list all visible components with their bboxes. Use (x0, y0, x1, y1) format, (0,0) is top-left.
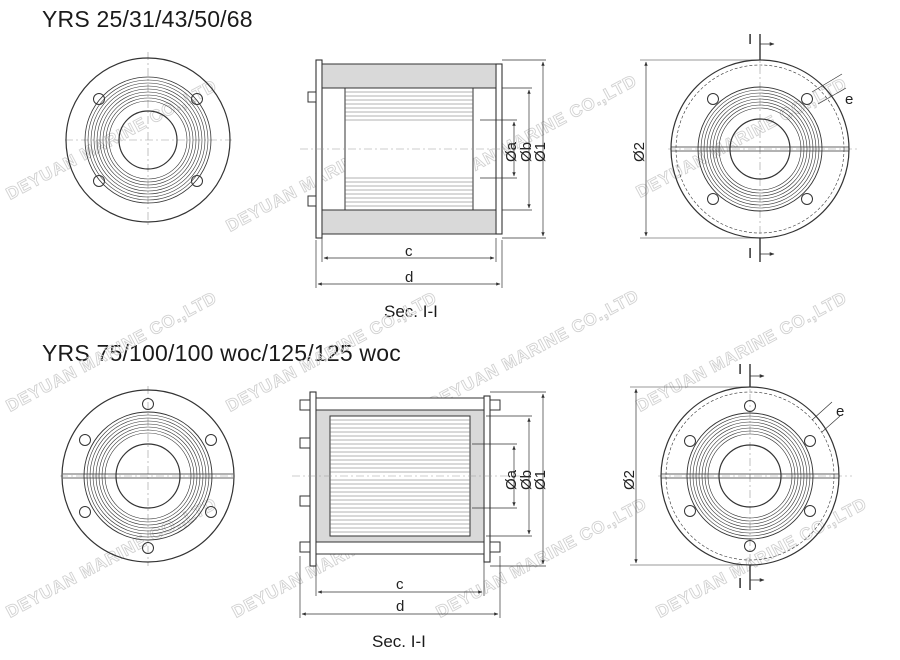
dim-one-bottom: Ø1 (532, 470, 549, 490)
model-title-bottom: YRS 75/100/100 woc/125/125 woc (42, 340, 401, 366)
dim-e-bottom: e (836, 403, 844, 420)
dim-c-bottom: c (396, 576, 404, 593)
dim-e-top: e (845, 91, 853, 108)
front-view-top (65, 52, 232, 228)
model-title-top: YRS 25/31/43/50/68 (42, 6, 253, 32)
cut-mark-bottom-upper: I (738, 361, 742, 378)
side-view-top (640, 34, 860, 262)
section-label-bottom: Sec. I-I (372, 632, 426, 651)
dim-c-top: c (405, 243, 413, 260)
front-view-bottom (60, 386, 236, 566)
dim-one-top: Ø1 (532, 142, 549, 162)
side-view-bottom (630, 364, 852, 590)
cut-mark-top-upper: I (748, 31, 752, 48)
dim-d-bottom: d (396, 598, 404, 615)
dim-two-top: Ø2 (631, 142, 648, 162)
dim-d-top: d (405, 269, 413, 286)
cut-mark-top-lower: I (748, 245, 752, 262)
watermark-5: DEYUAN MARINE CO.,LTD (3, 288, 220, 416)
section-view-bottom (292, 391, 546, 618)
watermark-7: DEYUAN MARINE CO.,LTD (425, 286, 642, 414)
dim-b-top: Øb (518, 142, 535, 162)
section-label-top: Sec. I-I (384, 302, 438, 321)
watermark-8: DEYUAN MARINE CO.,LTD (633, 288, 850, 416)
watermark-6: DEYUAN MARINE CO.,LTD (223, 288, 440, 416)
dim-a-top: Øa (503, 141, 520, 162)
dim-b-bottom: Øb (518, 470, 535, 490)
cut-mark-bottom-lower: I (738, 575, 742, 592)
section-view-top (300, 59, 546, 288)
watermark-12: DEYUAN MARINE CO.,LTD (653, 494, 870, 622)
dim-two-bottom: Ø2 (621, 470, 638, 490)
dim-a-bottom: Øa (503, 469, 520, 490)
